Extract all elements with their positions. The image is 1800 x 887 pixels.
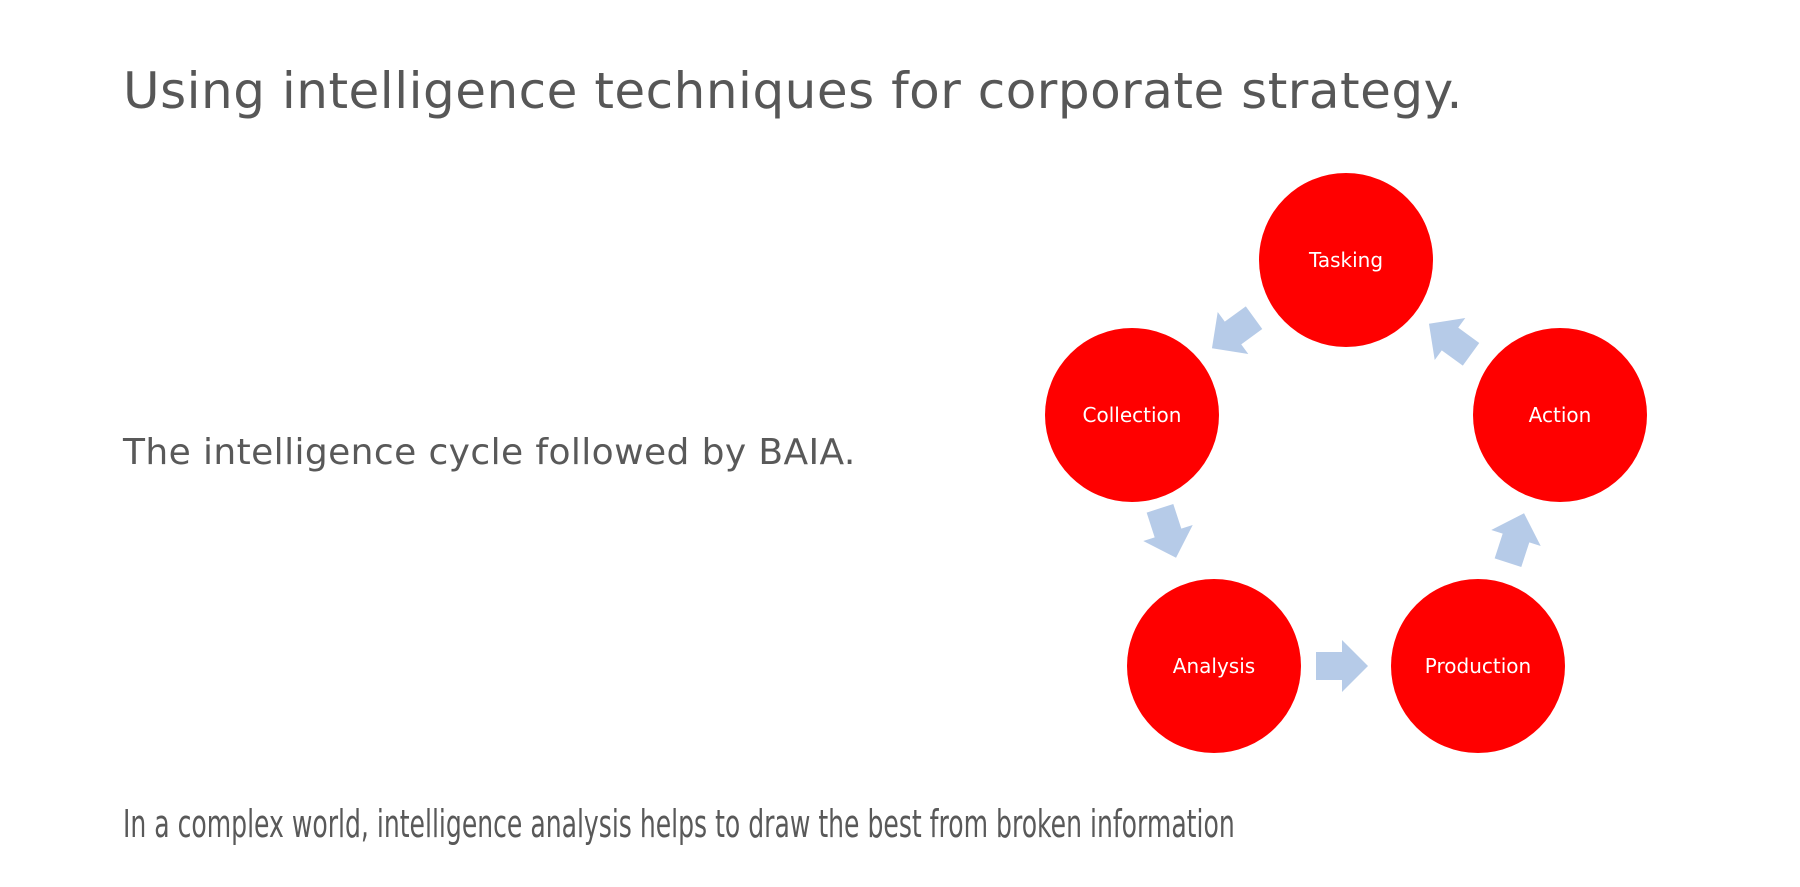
- stage-label-action: Action: [1529, 403, 1592, 427]
- stage-node-tasking: Tasking: [1259, 173, 1433, 347]
- stage-circle: [1391, 579, 1565, 753]
- stage-node-action: Action: [1473, 328, 1647, 502]
- arrow-production-to-action: [1491, 513, 1541, 568]
- stage-node-production: Production: [1391, 579, 1565, 753]
- slide-caption: In a complex world, intelligence analysi…: [123, 802, 1235, 846]
- arrow-tasking-to-collection: [1211, 306, 1263, 355]
- stage-circle: [1045, 328, 1219, 502]
- arrow-collection-to-analysis: [1143, 503, 1193, 558]
- stage-label-tasking: Tasking: [1308, 248, 1383, 272]
- stage-circle: [1259, 173, 1433, 347]
- slide-subtitle: The intelligence cycle followed by BAIA.: [123, 432, 856, 473]
- arrow-action-to-tasking: [1428, 317, 1480, 366]
- arrow-analysis-to-production: [1316, 640, 1368, 692]
- cycle-arrows: [1143, 306, 1541, 692]
- slide-title: Using intelligence techniques for corpor…: [123, 62, 1463, 120]
- stage-circle: [1473, 328, 1647, 502]
- stage-circle: [1127, 579, 1301, 753]
- stage-label-analysis: Analysis: [1173, 654, 1255, 678]
- stage-label-collection: Collection: [1083, 403, 1182, 427]
- stage-node-collection: Collection: [1045, 328, 1219, 502]
- stage-node-analysis: Analysis: [1127, 579, 1301, 753]
- stage-label-production: Production: [1425, 654, 1531, 678]
